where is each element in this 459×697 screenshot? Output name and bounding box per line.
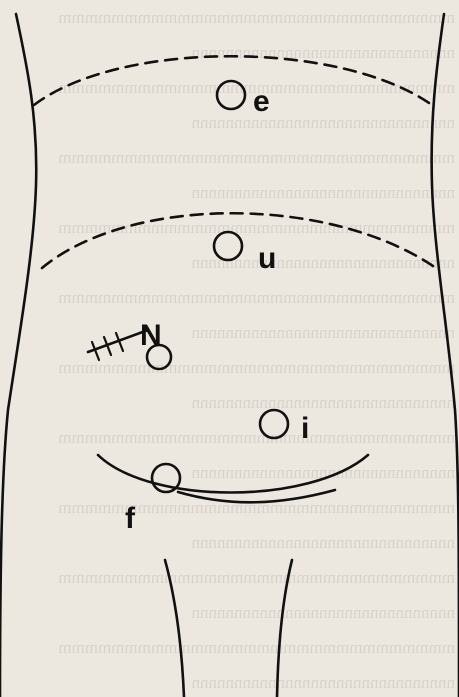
point-i-label: i (301, 412, 309, 445)
torso-left-contour (0, 14, 36, 697)
point-f-label: f (125, 502, 136, 535)
point-u-label: u (258, 242, 276, 275)
navel-line-dashed (42, 213, 436, 268)
point-i-circle (260, 410, 288, 438)
right-groin-line (277, 560, 292, 697)
inguinal-arc (98, 455, 368, 493)
point-e-label: e (253, 85, 270, 118)
torso-right-contour (432, 14, 459, 697)
point-f-circle (152, 464, 180, 492)
point-u-circle (214, 232, 242, 260)
left-groin-line (165, 560, 184, 697)
point-e-circle (217, 81, 245, 109)
point-n-label: N (140, 319, 162, 352)
